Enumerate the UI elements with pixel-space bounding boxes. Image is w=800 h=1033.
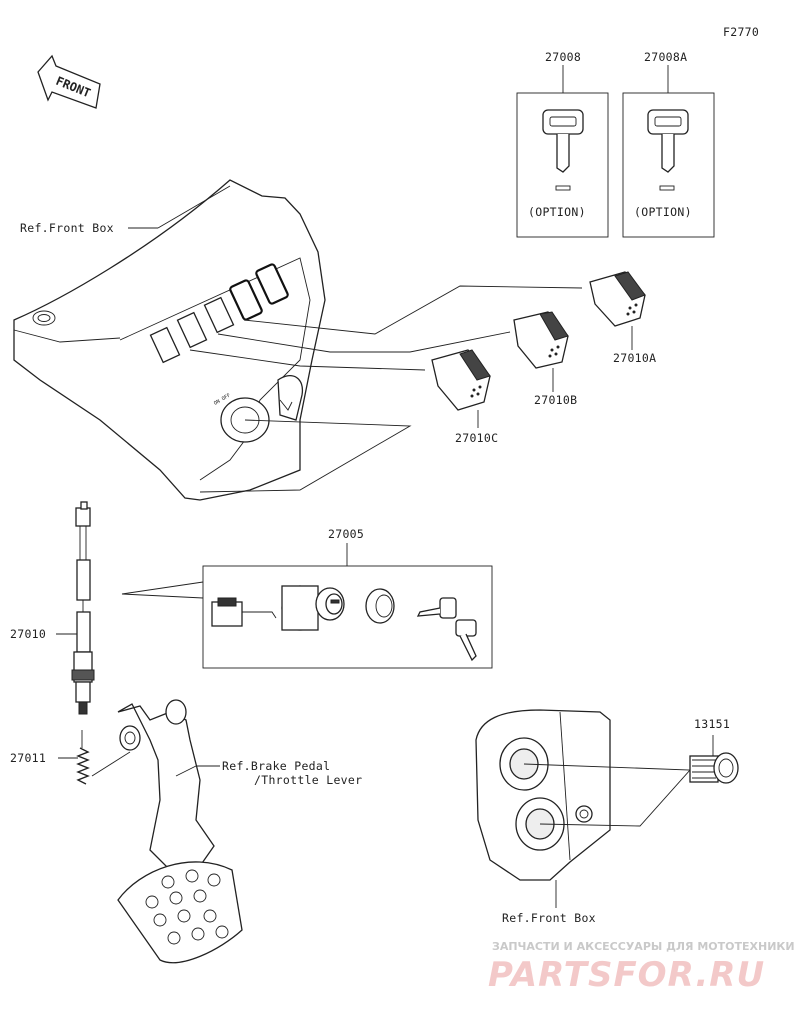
key-27008-box: (OPTION): [516, 65, 609, 238]
watermark-brand: PARTSFOR.RU: [488, 955, 765, 995]
watermark-subtitle: ЗАПЧАСТИ И АКСЕССУАРЫ ДЛЯ МОТОТЕХНИКИ: [492, 940, 795, 953]
ref-front-box-top: Ref.Front Box: [20, 221, 114, 235]
ignition-switch-assembly: [121, 565, 493, 669]
key-icon: [647, 109, 689, 173]
part-number-27010b: 27010B: [534, 393, 577, 407]
brake-pedal: [117, 699, 243, 964]
figure-code: F2770: [723, 25, 759, 39]
rocker-switch-27010b: [513, 311, 569, 392]
rocker-switch-27010a: [589, 271, 646, 350]
power-socket-13151: [689, 735, 739, 784]
ref-brake-pedal-line1: Ref.Brake Pedal: [222, 759, 330, 773]
front-box-lower-panel: [475, 709, 611, 881]
key-icon: [542, 109, 584, 173]
part-number-27010c: 27010C: [455, 431, 498, 445]
part-number-27011: 27011: [10, 751, 46, 765]
rocker-switch-27010c: [431, 349, 491, 428]
key-icon: [416, 597, 477, 662]
option-label: (OPTION): [528, 205, 586, 219]
option-label: (OPTION): [634, 205, 692, 219]
part-number-27008a: 27008A: [644, 50, 687, 64]
ref-brake-pedal-line2: /Throttle Lever: [254, 773, 362, 787]
part-number-13151: 13151: [694, 717, 730, 731]
front-arrow-icon: FRONT: [37, 54, 101, 109]
part-number-27008: 27008: [545, 50, 581, 64]
ref-front-box-bottom: Ref.Front Box: [502, 911, 596, 925]
part-number-27010a: 27010A: [613, 351, 656, 365]
brake-light-switch: [71, 501, 95, 715]
key-27008a-box: (OPTION): [622, 65, 715, 238]
spring-part: [76, 730, 90, 785]
part-number-27005: 27005: [328, 527, 364, 541]
part-number-27010: 27010: [10, 627, 46, 641]
